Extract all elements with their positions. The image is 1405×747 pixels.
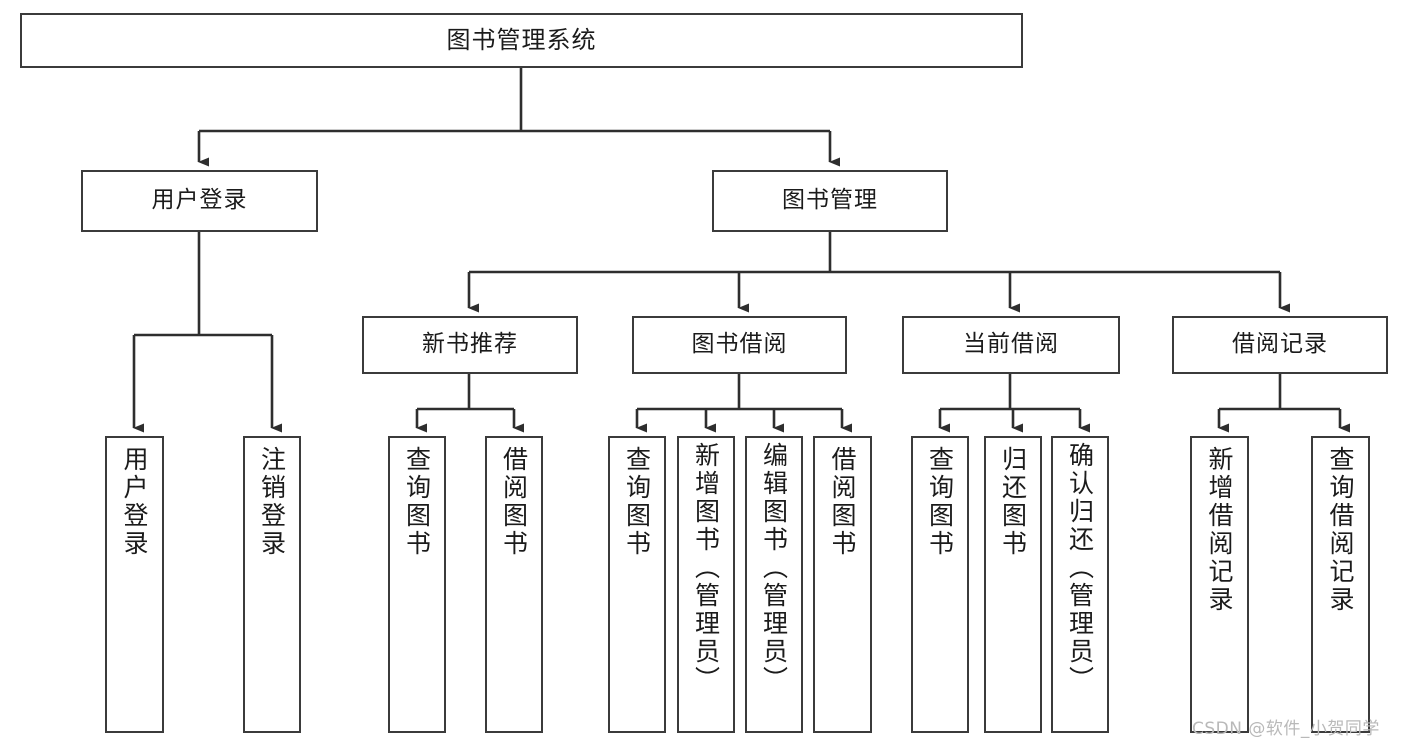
node-user-login[interactable]: 用户登录 bbox=[81, 170, 318, 232]
node-label: 用户登录 bbox=[120, 446, 149, 558]
leaf-edit-book-admin[interactable]: 编辑图书（管理员） bbox=[745, 436, 803, 733]
node-borrow-records[interactable]: 借阅记录 bbox=[1172, 316, 1388, 374]
leaf-borrow-books[interactable]: 借阅图书 bbox=[813, 436, 872, 733]
node-label: 查询图书 bbox=[622, 446, 652, 558]
node-label: 查询图书 bbox=[402, 446, 432, 558]
leaf-confirm-return-admin[interactable]: 确认归还（管理员） bbox=[1051, 436, 1109, 733]
node-root-system[interactable]: 图书管理系统 bbox=[20, 13, 1023, 68]
node-label: 借阅图书 bbox=[828, 446, 857, 558]
leaf-add-borrow-record[interactable]: 新增借阅记录 bbox=[1190, 436, 1249, 733]
node-label: 查询借阅记录 bbox=[1326, 446, 1355, 614]
csdn-watermark: CSDN @软件_小贺同学 bbox=[1192, 719, 1380, 739]
node-label: 编辑图书（管理员） bbox=[759, 442, 789, 694]
node-book-borrow[interactable]: 图书借阅 bbox=[632, 316, 847, 374]
leaf-query-books-borrow[interactable]: 查询图书 bbox=[608, 436, 666, 733]
leaf-query-books-current[interactable]: 查询图书 bbox=[911, 436, 969, 733]
leaf-borrow-books-new[interactable]: 借阅图书 bbox=[485, 436, 543, 733]
node-label: 图书管理 bbox=[782, 187, 878, 214]
node-label: 图书借阅 bbox=[691, 331, 788, 358]
leaf-logout[interactable]: 注销登录 bbox=[243, 436, 301, 733]
node-label: 查询图书 bbox=[925, 446, 955, 558]
node-current-borrow[interactable]: 当前借阅 bbox=[902, 316, 1120, 374]
node-label: 用户登录 bbox=[151, 187, 248, 214]
node-new-book-recommend[interactable]: 新书推荐 bbox=[362, 316, 578, 374]
node-label: 新书推荐 bbox=[422, 331, 518, 358]
node-label: 借阅图书 bbox=[499, 446, 529, 558]
node-label: 归还图书 bbox=[998, 446, 1028, 558]
node-label: 借阅记录 bbox=[1232, 331, 1328, 358]
leaf-query-books-new[interactable]: 查询图书 bbox=[388, 436, 446, 733]
node-label: 当前借阅 bbox=[963, 331, 1059, 358]
node-book-management[interactable]: 图书管理 bbox=[712, 170, 948, 232]
node-label: 新增借阅记录 bbox=[1205, 446, 1234, 614]
leaf-return-books[interactable]: 归还图书 bbox=[984, 436, 1042, 733]
leaf-add-book-admin[interactable]: 新增图书（管理员） bbox=[677, 436, 735, 733]
node-label: 新增图书（管理员） bbox=[691, 442, 721, 694]
node-label: 确认归还（管理员） bbox=[1065, 442, 1095, 694]
node-label: 注销登录 bbox=[257, 446, 287, 558]
node-label: 图书管理系统 bbox=[446, 26, 597, 55]
leaf-user-login[interactable]: 用户登录 bbox=[105, 436, 164, 733]
leaf-query-borrow-record[interactable]: 查询借阅记录 bbox=[1311, 436, 1370, 733]
